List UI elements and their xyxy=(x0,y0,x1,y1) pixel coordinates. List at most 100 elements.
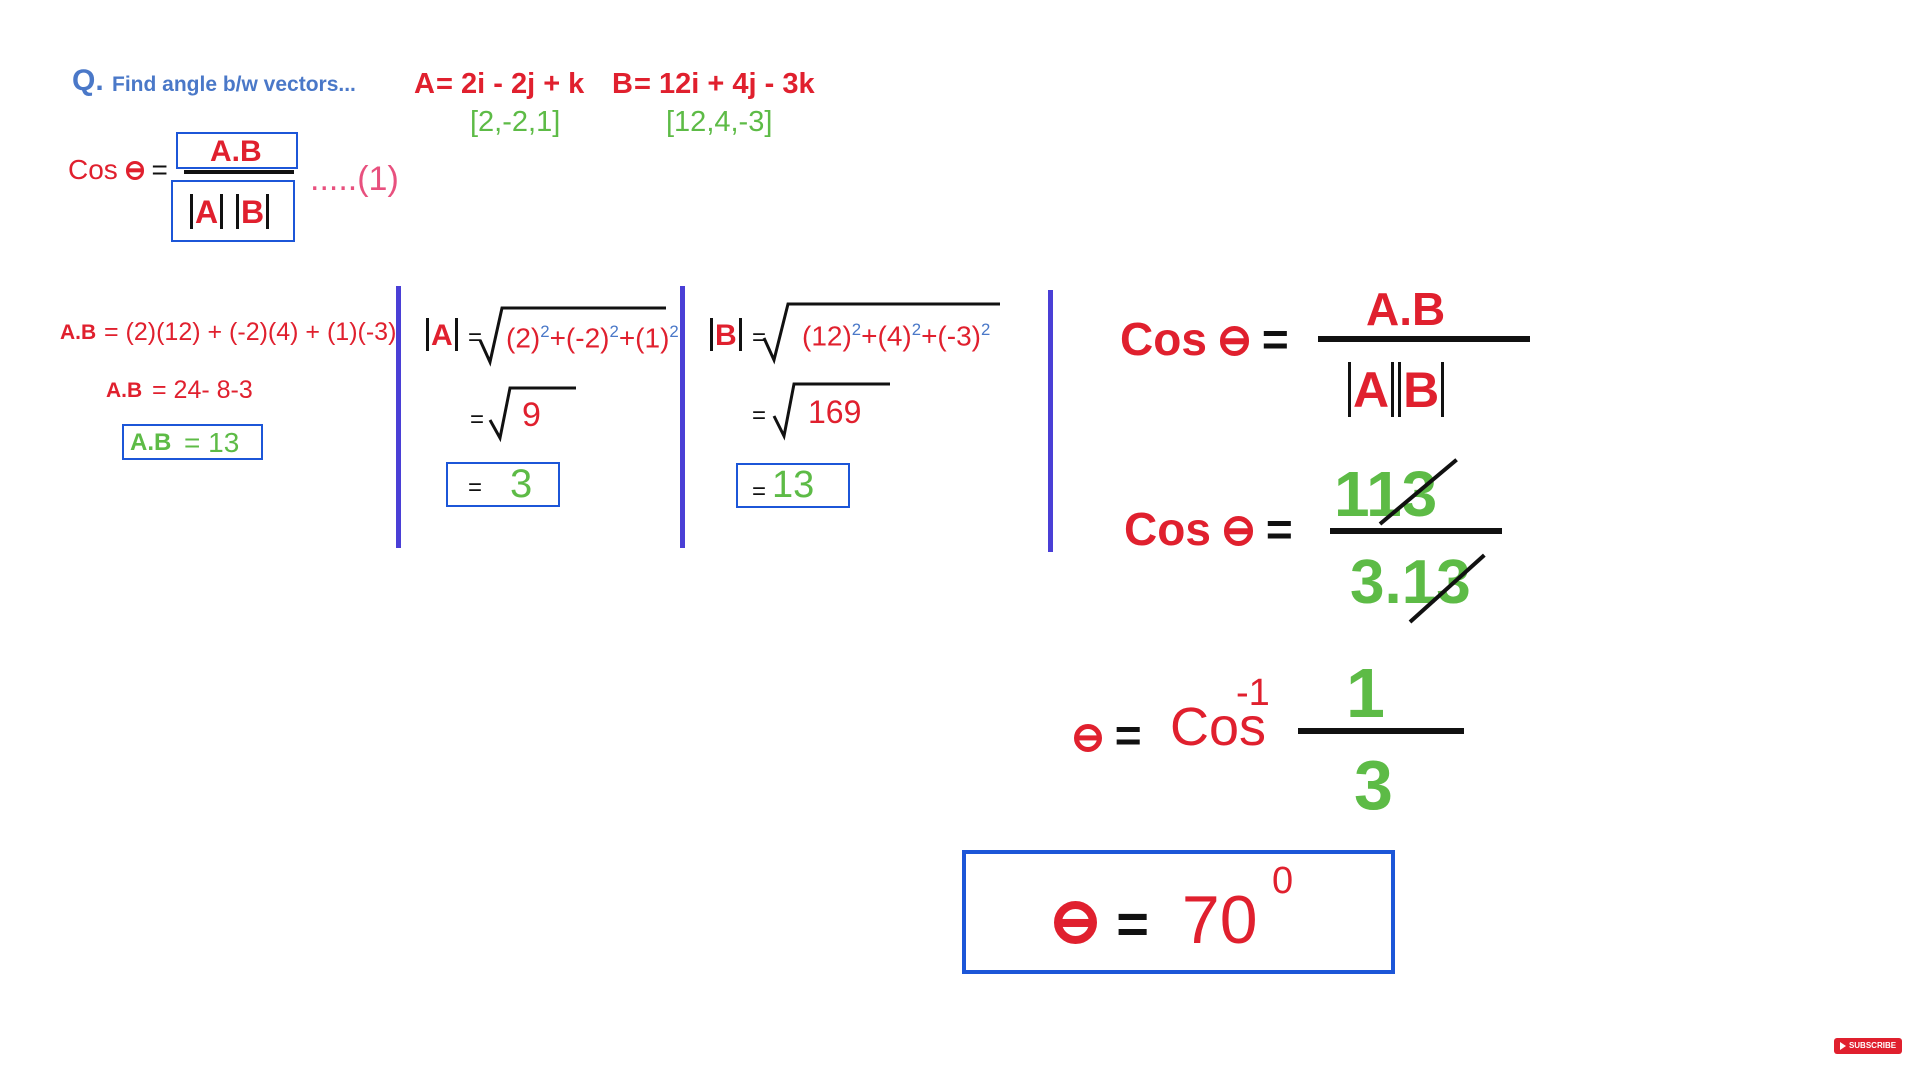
dot-line-2: = 24- 8-3 xyxy=(152,376,253,404)
abs-bar xyxy=(1391,362,1395,417)
mag-a-result: 3 xyxy=(510,462,533,506)
solution-cos-label: Cos xyxy=(1120,313,1207,365)
solution-fraction-bar-1 xyxy=(1318,336,1530,342)
mag-a-step-eq: = xyxy=(470,406,485,433)
solution-inverse-power: -1 xyxy=(1236,672,1270,714)
formula-denominator: A B xyxy=(188,193,271,230)
mag-b-name: B xyxy=(715,319,737,352)
formula-denominator-box xyxy=(171,180,295,242)
mag-b-terms: (12)2+(4)2+(-3)2 xyxy=(802,320,991,352)
vector-b-components: [12,4,-3] xyxy=(666,106,773,138)
solution-cos-label: Cos xyxy=(1124,503,1211,555)
sqrt-sign-a xyxy=(478,306,666,367)
dot-result: = 13 xyxy=(184,427,240,458)
abs-bar xyxy=(1398,362,1402,417)
vector-b-expression: = 12i + 4j - 3k xyxy=(634,68,815,100)
sqrt-sign-b2 xyxy=(772,382,890,441)
formula-numerator: A.B xyxy=(210,135,262,168)
abs-bar xyxy=(190,194,193,230)
abs-bar xyxy=(266,194,270,230)
theta-symbol xyxy=(1223,516,1254,546)
mag-a-step: 9 xyxy=(522,396,541,434)
final-answer: = 70 xyxy=(1054,886,1258,954)
column-divider xyxy=(396,286,401,548)
final-value: 70 xyxy=(1181,882,1258,958)
formula-numerator-box xyxy=(176,132,298,169)
subscribe-badge[interactable]: SUBSCRIBE xyxy=(1834,1038,1902,1054)
mag-b-label: B xyxy=(708,318,744,351)
solution-equals: = xyxy=(1265,503,1293,555)
mag-a-term3: +(1) xyxy=(618,322,670,354)
final-answer-box xyxy=(962,850,1395,974)
theta-symbol xyxy=(1219,326,1250,356)
abs-bar xyxy=(710,318,713,351)
dot-result-box xyxy=(122,424,263,460)
dot-line-1: = (2)(12) + (-2)(4) + (1)(-3) xyxy=(104,318,397,346)
mag-a-power: 2 xyxy=(609,322,619,341)
mag-a-power: 2 xyxy=(540,322,550,341)
mag-a-label: A xyxy=(424,318,460,351)
equation-number: .....(1) xyxy=(310,160,399,198)
solution-equals: = xyxy=(1261,313,1289,365)
solution-equals: = xyxy=(1114,709,1142,761)
mag-a-result-eq: = xyxy=(468,474,483,501)
mag-b-result-box xyxy=(736,463,850,508)
formula-den-b: B xyxy=(241,193,265,230)
mag-a-term1: (2) xyxy=(506,322,541,354)
mag-b-step-eq: = xyxy=(752,402,767,429)
solution-numerator-3: 1 xyxy=(1346,654,1385,732)
formula-equals: = xyxy=(151,154,168,185)
mag-b-term1: (12) xyxy=(802,320,852,352)
solution-fraction-bar-2 xyxy=(1330,528,1502,534)
vector-b-name: B xyxy=(612,68,633,100)
solution-inverse: = xyxy=(1074,712,1142,758)
theta-symbol xyxy=(1074,723,1102,752)
dot-label: A.B xyxy=(60,321,97,344)
abs-bar xyxy=(738,318,742,351)
theta-symbol xyxy=(125,161,144,180)
subscribe-label: SUBSCRIBE xyxy=(1848,1041,1897,1050)
mag-b-power: 2 xyxy=(911,320,922,339)
sqrt-sign-a2 xyxy=(488,386,576,443)
sqrt-sign-b xyxy=(762,302,1000,365)
question-label: Q. xyxy=(72,64,104,97)
vector-a-components: [2,-2,1] xyxy=(470,106,561,138)
mag-b-power: 2 xyxy=(851,320,862,339)
formula-cos: Cos = xyxy=(68,156,168,184)
column-divider xyxy=(680,286,685,548)
solution-denominator-3: 3 xyxy=(1354,746,1393,824)
solution-inverse-cos: Cos xyxy=(1170,697,1267,757)
final-equals: = xyxy=(1116,892,1149,955)
abs-bar xyxy=(426,318,429,351)
formula-den-a: A xyxy=(195,193,219,230)
abs-bar xyxy=(1348,362,1351,417)
mag-b-power: 2 xyxy=(980,320,991,339)
dot-result-label: A.B xyxy=(130,429,172,456)
abs-bar xyxy=(236,194,239,230)
formula-fraction-bar xyxy=(184,170,294,174)
abs-bar xyxy=(454,318,458,351)
solution-fraction-bar-3 xyxy=(1298,728,1464,734)
mag-b-equals: = xyxy=(752,324,767,351)
solution-numerator-1: A.B xyxy=(1366,283,1446,335)
mag-a-term2: +(-2) xyxy=(549,322,610,354)
mag-b-term3: +(-3) xyxy=(921,320,981,352)
question-text: Find angle b/w vectors... xyxy=(112,73,356,96)
solution-cos-2: Cos = xyxy=(1124,506,1293,552)
mag-a-power: 2 xyxy=(669,322,679,341)
formula-cos-label: Cos xyxy=(68,154,118,185)
mag-b-result: 13 xyxy=(772,464,815,506)
dot-line2-label: A.B xyxy=(106,379,143,402)
abs-bar xyxy=(220,194,224,230)
mag-a-result-box xyxy=(446,462,560,507)
mag-b-result-eq: = xyxy=(752,478,767,505)
solution-den-a: A xyxy=(1353,362,1390,418)
final-degree: 0 xyxy=(1272,860,1294,902)
mag-b-step: 169 xyxy=(808,394,862,430)
play-icon xyxy=(1839,1042,1846,1050)
mag-a-terms: (2)2+(-2)2+(1)2 xyxy=(506,322,679,354)
mag-b-term2: +(4) xyxy=(861,320,912,352)
vector-a-name: A xyxy=(414,68,435,100)
mag-a-equals: = xyxy=(468,324,483,351)
